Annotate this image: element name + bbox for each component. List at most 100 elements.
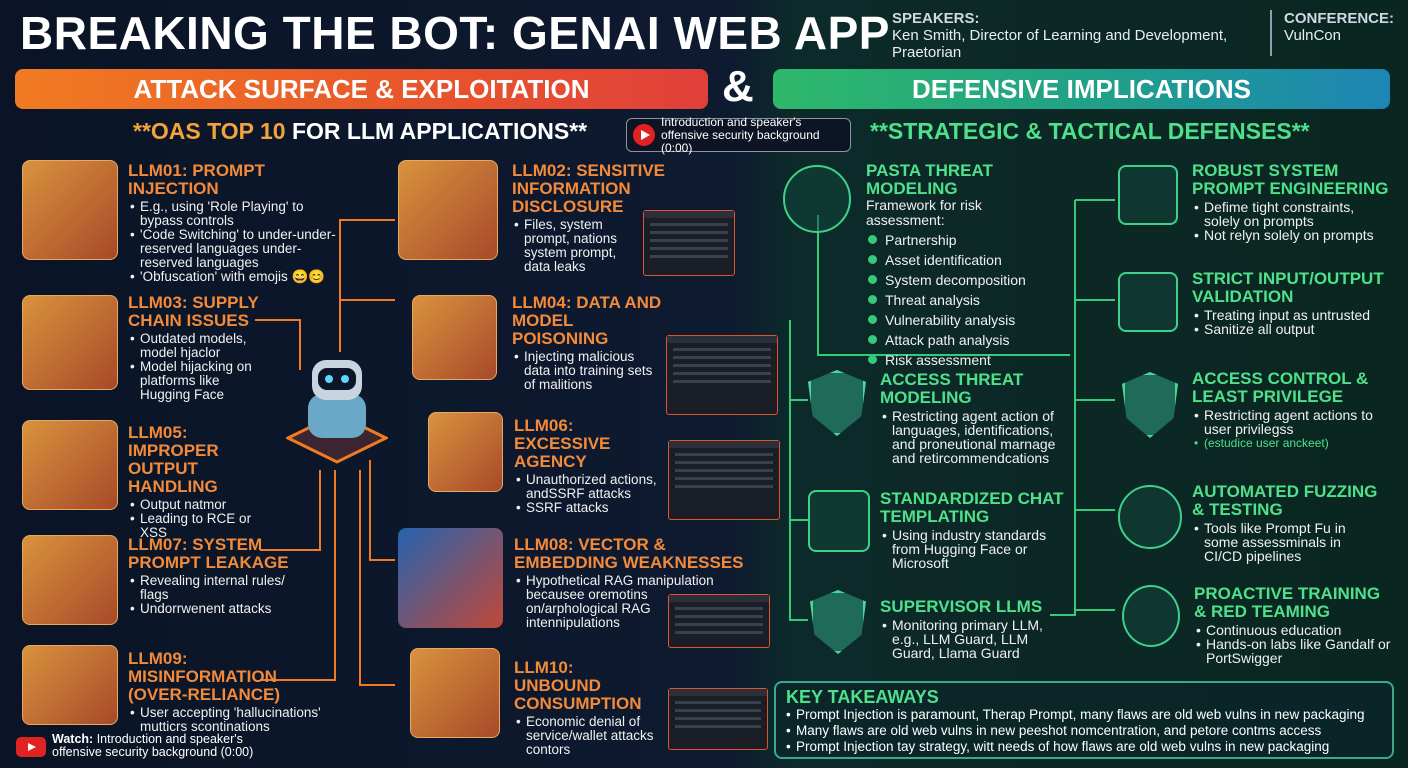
lightbulb-icon <box>1122 585 1180 647</box>
list-item: Prompt Injection is paramount, Therap Pr… <box>786 707 1382 723</box>
documents-icon <box>398 160 498 260</box>
card-llm06: LLM06: EXCESSIVE AGENCY Unauthorized act… <box>514 416 662 516</box>
card-llm05: LLM05: IMPROPER OUTPUT HANDLING Output n… <box>128 424 278 540</box>
list-item: Asset identification <box>866 250 1066 270</box>
card-llm01: LLM01: PROMPT INJECTION E.g., using 'Rol… <box>128 161 343 285</box>
card-title: LLM01: PROMPT INJECTION <box>128 161 265 198</box>
list-item: Defime tight constraints, solely on prom… <box>1192 200 1392 228</box>
card-title: PROACTIVE TRAINING & RED TEAMING <box>1194 584 1381 621</box>
list-item: Model hijacking on platforms like Huggin… <box>128 360 268 402</box>
list-item: Output natmor <box>128 498 278 513</box>
list-item: User accepting 'hallucinations' mutticrs… <box>128 706 333 734</box>
list-item: Many flaws are old web vulns in new pees… <box>786 723 1382 739</box>
card-subtitle: Framework for risk assessment: <box>866 197 982 228</box>
list-item: Continuous education <box>1194 623 1394 637</box>
owasp-heading: **OAS TOP 10 FOR LLM APPLICATIONS** <box>133 118 587 145</box>
list-item: E.g., using 'Role Playing' to bypass con… <box>128 200 343 228</box>
card-title: LLM07: SYSTEM PROMPT LEAKAGE <box>128 535 289 572</box>
chat-template-icon <box>808 490 870 552</box>
speakers-text: Ken Smith, Director of Learning and Deve… <box>892 27 1228 61</box>
agency-icon <box>428 412 503 492</box>
card-chat-templating: STANDARDIZED CHAT TEMPLATING Using indus… <box>880 490 1070 571</box>
list-item: Unauthorized actions, andSSRF attacks <box>514 473 662 501</box>
defenses-heading: **STRATEGIC & TACTICAL DEFENSES** <box>870 118 1310 144</box>
list-item: Hypothetical RAG manipulation becausee o… <box>514 574 719 630</box>
card-title: ACCESS THREAT MODELING <box>880 370 1024 407</box>
consumption-icon <box>410 648 500 738</box>
list-item: Attack path analysis <box>866 330 1066 350</box>
list-item: Restricting agent action of languages, i… <box>880 409 1070 465</box>
owasp-heading-suffix: FOR LLM APPLICATIONS** <box>285 118 588 144</box>
list-item: Sanitize all output <box>1192 322 1392 336</box>
list-item: Partnership <box>866 230 1066 250</box>
central-robot-icon <box>284 352 390 464</box>
speakers-block: SPEAKERS: Ken Smith, Director of Learnin… <box>892 10 1267 61</box>
list-item: Injecting malicious data into training s… <box>512 350 662 392</box>
watch-text-block: Watch: Introduction and speaker's offens… <box>52 733 292 759</box>
prompt-search-icon <box>1118 165 1178 225</box>
card-title: LLM02: SENSITIVE INFORMATION DISCLOSURE <box>512 161 666 216</box>
card-io-validation: STRICT INPUT/OUTPUT VALIDATION Treating … <box>1192 269 1392 337</box>
owasp-heading-prefix: **OAS TOP 10 <box>133 118 286 144</box>
card-title: LLM09: MISINFORMATION (OVER-RELIANCE) <box>128 649 281 704</box>
watch-label: Watch: <box>52 732 94 746</box>
card-llm04: LLM04: DATA AND MODEL POISONING Injectin… <box>512 294 662 392</box>
screenshot-thumbnail <box>666 335 778 415</box>
connector-line <box>260 470 336 681</box>
video-chip[interactable]: Introduction and speaker's offensive sec… <box>626 114 851 155</box>
speakers-heading: SPEAKERS: <box>892 10 980 27</box>
watch-video-link[interactable]: Watch: Introduction and speaker's offens… <box>16 733 292 759</box>
card-red-teaming: PROACTIVE TRAINING & RED TEAMING Continu… <box>1194 584 1394 666</box>
list-item: Hands-on labs like Gandalf or PortSwigge… <box>1194 637 1394 665</box>
list-item: System decomposition <box>866 270 1066 290</box>
conference-heading: CONFERENCE: <box>1284 10 1395 27</box>
list-item: Restricting agent actions to user privil… <box>1192 408 1392 436</box>
robot-laptop-icon <box>22 160 118 260</box>
vector-brain-icon <box>398 528 503 628</box>
play-icon <box>633 124 655 146</box>
screenshot-thumbnail <box>668 440 780 520</box>
card-pasta: PASTA THREAT MODELING Framework for risk… <box>866 162 1066 370</box>
connector-line <box>789 320 808 401</box>
card-llm02: LLM02: SENSITIVE INFORMATION DISCLOSURE … <box>512 162 727 274</box>
video-chip-label: Introduction and speaker's offensive sec… <box>661 114 820 155</box>
screenshot-thumbnail <box>668 594 770 648</box>
list-item: Revealing internal rules/ flags <box>128 574 303 602</box>
connector-line <box>1050 200 1076 616</box>
list-item: Monitoring primary LLM, e.g., LLM Guard,… <box>880 618 1055 660</box>
banner-attack: ATTACK SURFACE & EXPLOITATION <box>15 69 708 109</box>
card-access-threat-modeling: ACCESS THREAT MODELING Restricting agent… <box>880 370 1070 466</box>
list-item: Leading to RCE or XSS <box>128 512 278 540</box>
card-access-control: ACCESS CONTROL & LEAST PRIVILEGE Restric… <box>1192 370 1392 451</box>
leakage-icon <box>22 535 118 625</box>
watch-text: Introduction and speaker's offensive sec… <box>52 732 254 759</box>
card-title: LLM10: UNBOUND CONSUMPTION <box>514 658 642 713</box>
connector-line <box>255 319 301 370</box>
card-title: LLM05: IMPROPER OUTPUT HANDLING <box>128 423 219 496</box>
card-supervisor-llms: SUPERVISOR LLMS Monitoring primary LLM, … <box>880 598 1055 661</box>
screenshot-thumbnail <box>643 210 735 276</box>
ampersand: & <box>722 62 754 111</box>
card-title: LLM04: DATA AND MODEL POISONING <box>512 293 662 348</box>
supply-chain-icon <box>22 295 118 390</box>
card-title: PASTA THREAT MODELING <box>866 161 993 198</box>
poison-icon <box>412 295 497 380</box>
card-title: LLM03: SUPPLY CHAIN ISSUES <box>128 293 259 330</box>
connector-line <box>359 470 395 686</box>
connector-line <box>339 219 395 352</box>
banner-defense: DEFENSIVE IMPLICATIONS <box>773 69 1390 109</box>
card-llm03: LLM03: SUPPLY CHAIN ISSUES Outdated mode… <box>128 294 268 402</box>
screenshot-thumbnail <box>668 688 768 750</box>
list-item: Economic denial of service/wallet attack… <box>514 715 664 757</box>
conference-block: CONFERENCE: VulnCon <box>1270 10 1394 56</box>
card-title: LLM06: EXCESSIVE AGENCY <box>514 416 611 471</box>
connector-line <box>817 215 1070 356</box>
list-item: Not relyn solely on prompts <box>1192 228 1392 242</box>
connector-line <box>339 299 395 352</box>
output-warning-icon <box>22 420 118 510</box>
list-item: Outdated models, model hjaclor <box>128 332 268 360</box>
list-item: Vulnerability analysis <box>866 310 1066 330</box>
list-note: (estudice user anckeet) <box>1192 436 1392 450</box>
card-title: STRICT INPUT/OUTPUT VALIDATION <box>1192 269 1384 306</box>
